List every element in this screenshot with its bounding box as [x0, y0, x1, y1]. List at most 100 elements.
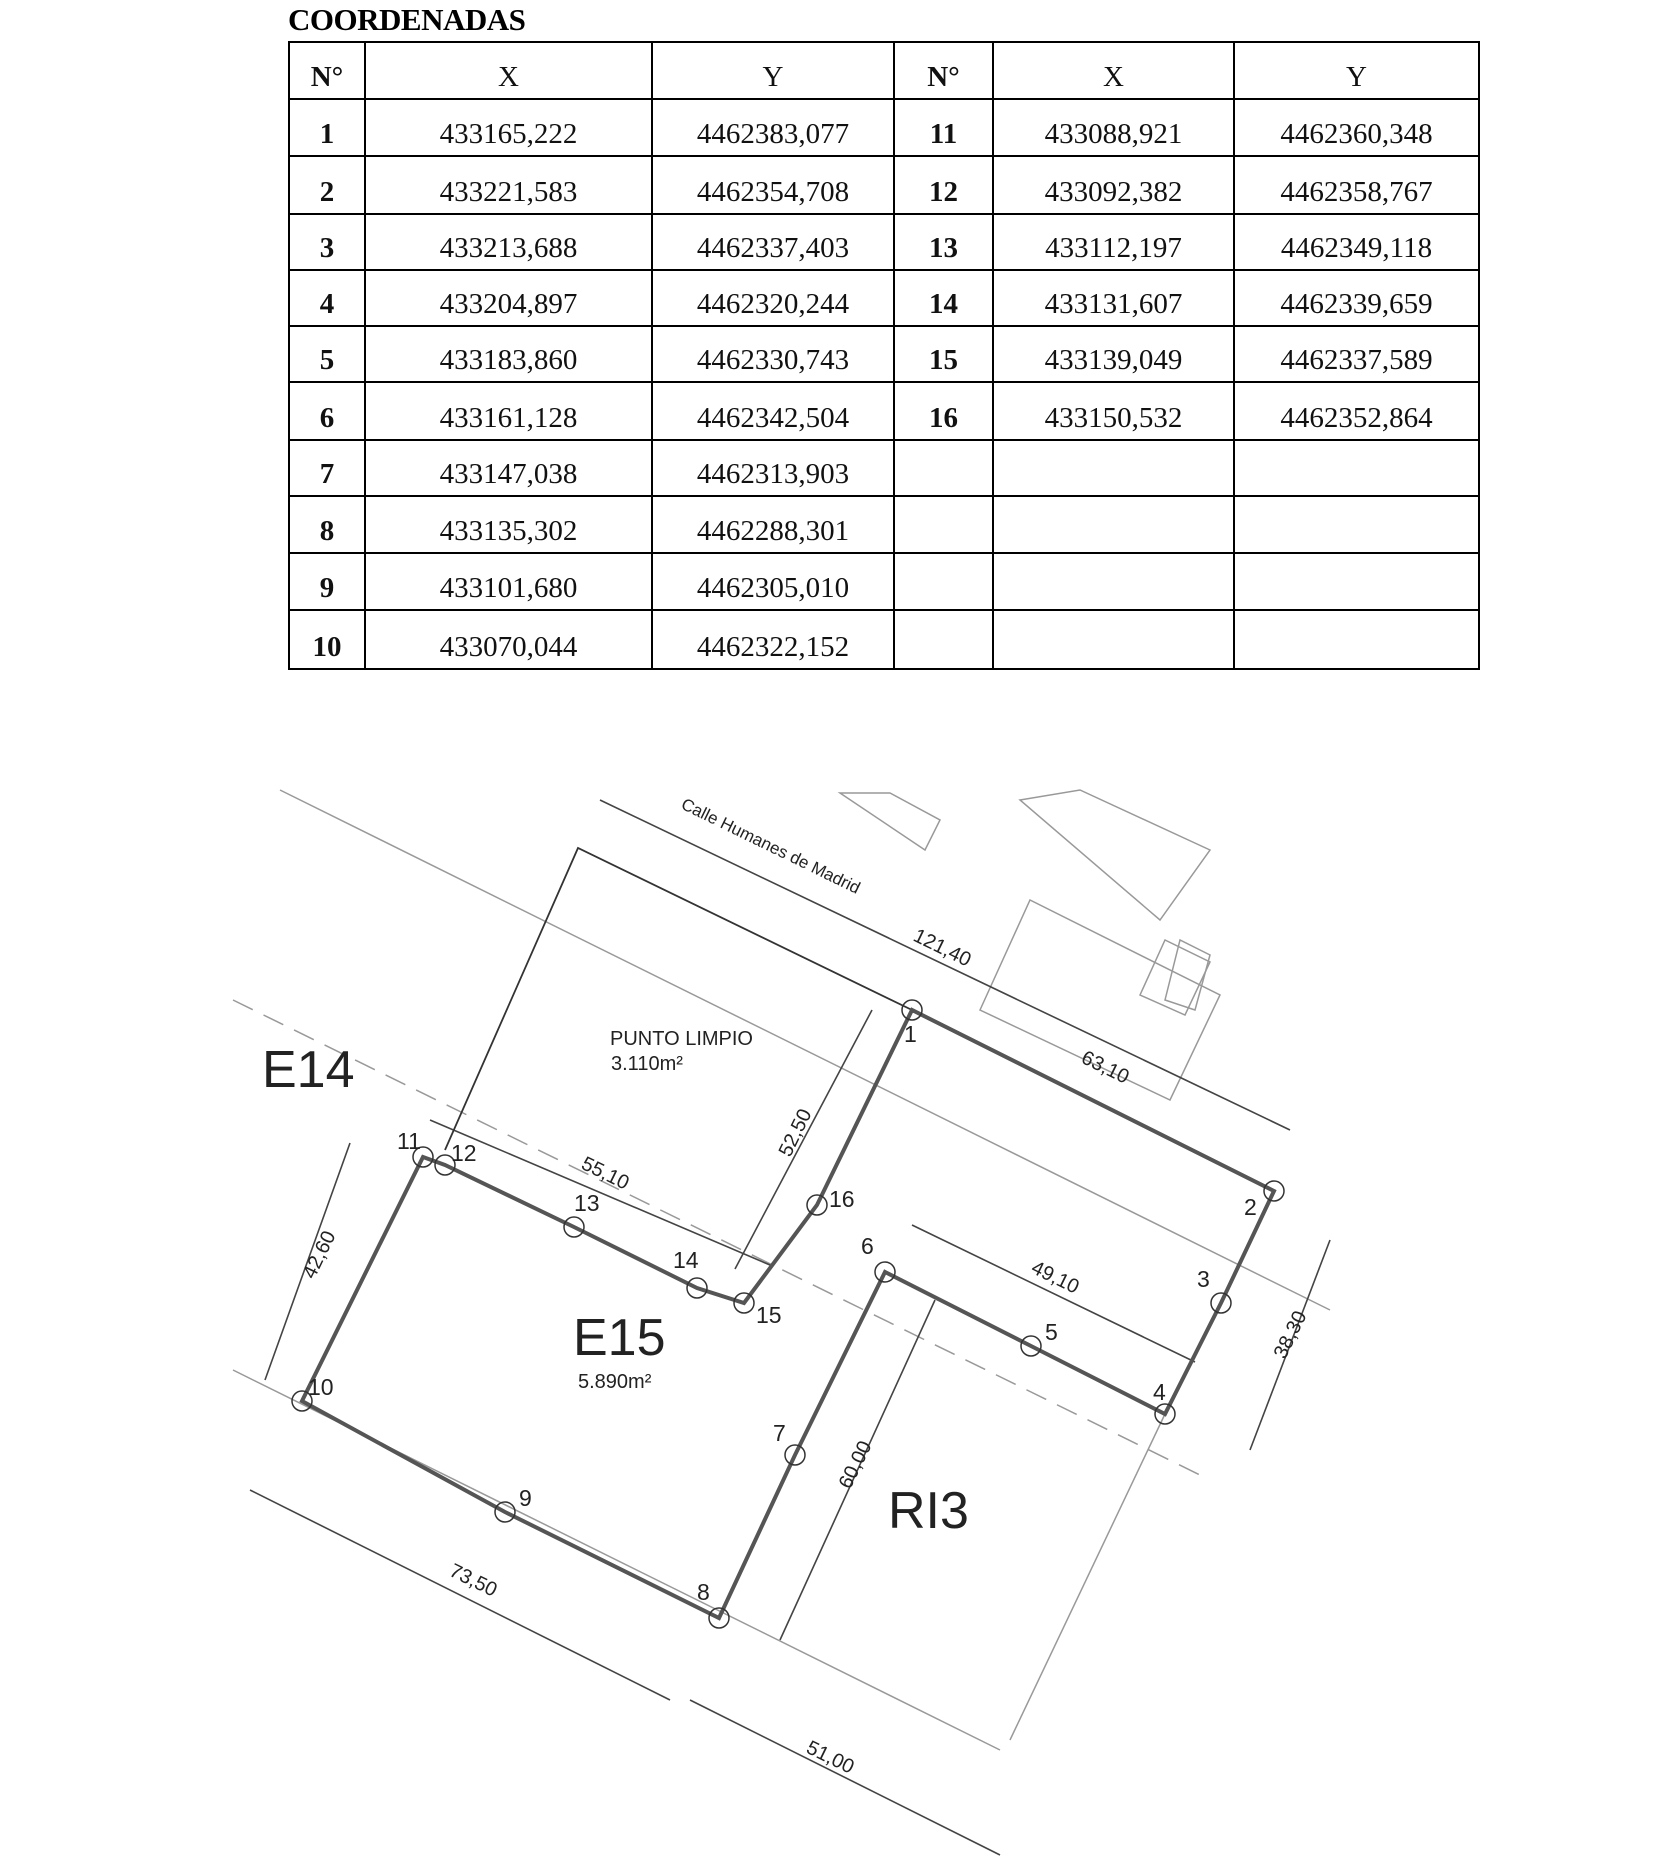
vertex-marker [1020, 1335, 1042, 1357]
cell-point-number [893, 552, 994, 611]
vertex-label: 1 [904, 1021, 917, 1047]
cell-point-number: 11 [893, 98, 994, 157]
vertex-label: 13 [574, 1190, 600, 1216]
vertex-marker [806, 1194, 828, 1216]
cell-x: 433101,680 [364, 552, 653, 611]
cell-x [992, 439, 1235, 497]
cell-x: 433135,302 [364, 495, 653, 554]
dimension-label: 52,50 [775, 1106, 817, 1161]
vertex-label: 7 [773, 1420, 786, 1446]
building-outline [1139, 938, 1211, 1016]
header-no: N° [288, 41, 366, 100]
cell-x [992, 552, 1235, 611]
cell-x: 433213,688 [364, 213, 653, 271]
table-title: COORDENADAS [288, 2, 526, 37]
vertex-marker [708, 1607, 730, 1629]
cell-x: 433183,860 [364, 325, 653, 383]
cell-x: 433088,921 [992, 98, 1235, 157]
zone-e15-label: E15 [573, 1309, 666, 1367]
vertex-label: 5 [1045, 1319, 1058, 1345]
dimension-lines [249, 799, 1331, 1856]
cell-x: 433221,583 [364, 155, 653, 215]
cell-x: 433131,607 [992, 269, 1235, 327]
vertex-label: 14 [673, 1247, 699, 1273]
cell-point-number [893, 609, 994, 670]
zone-ri3-label: RI3 [888, 1482, 969, 1540]
dimension-label: 73,50 [446, 1560, 501, 1602]
vertex-label: 15 [756, 1302, 782, 1328]
cell-x: 433147,038 [364, 439, 653, 497]
cell-y: 4462330,743 [651, 325, 895, 383]
cell-x [992, 609, 1235, 670]
vertex-label: 9 [519, 1485, 532, 1511]
cell-x: 433092,382 [992, 155, 1235, 215]
vertex-label: 4 [1153, 1379, 1166, 1405]
cell-point-number: 3 [288, 213, 366, 271]
cell-point-number: 10 [288, 609, 366, 670]
cell-x: 433150,532 [992, 381, 1235, 441]
header-y: Y [651, 41, 895, 100]
header-no: N° [893, 41, 994, 100]
vertex-marker [494, 1501, 516, 1523]
vertex-marker [434, 1154, 456, 1176]
cell-point-number: 5 [288, 325, 366, 383]
cell-y: 4462383,077 [651, 98, 895, 157]
cell-y: 4462337,589 [1233, 325, 1480, 383]
vertex-label: 2 [1244, 1194, 1257, 1220]
cell-point-number: 15 [893, 325, 994, 383]
cell-x: 433070,044 [364, 609, 653, 670]
cell-point-number: 12 [893, 155, 994, 215]
header-x: X [992, 41, 1235, 100]
cell-y: 4462320,244 [651, 269, 895, 327]
building-outline [1164, 938, 1211, 1011]
cell-y: 4462354,708 [651, 155, 895, 215]
cell-x [992, 495, 1235, 554]
building-outline [1018, 789, 1212, 922]
header-x: X [364, 41, 653, 100]
vertex-label: 10 [308, 1374, 334, 1400]
vertex-marker [291, 1390, 313, 1412]
cell-y: 4462360,348 [1233, 98, 1480, 157]
cell-point-number: 4 [288, 269, 366, 327]
vertex-marker [686, 1277, 708, 1299]
vertex-marker [1210, 1292, 1232, 1314]
cell-x: 433165,222 [364, 98, 653, 157]
street-edge-line [279, 789, 1331, 1311]
dimension-label: 51,00 [803, 1737, 858, 1779]
dimension-label: 55,10 [578, 1153, 633, 1195]
vertex-marker [563, 1216, 585, 1238]
cell-x: 433161,128 [364, 381, 653, 441]
cell-point-number: 16 [893, 381, 994, 441]
cell-x: 433204,897 [364, 269, 653, 327]
cell-x: 433139,049 [992, 325, 1235, 383]
vertex-label: 11 [397, 1128, 421, 1154]
vertex-label: 8 [697, 1579, 710, 1605]
cell-point-number: 6 [288, 381, 366, 441]
e15-parcel-outline [299, 1007, 1277, 1621]
cell-y [1233, 552, 1480, 611]
cell-x: 433112,197 [992, 213, 1235, 271]
building-limit-line [232, 999, 1201, 1476]
punto-limpio-outline [444, 846, 913, 1151]
punto-limpio-label: PUNTO LIMPIO [610, 1028, 753, 1050]
dimension-label: 49,10 [1028, 1257, 1083, 1299]
dimension-label: 38,30 [1270, 1308, 1312, 1363]
cell-y: 4462322,152 [651, 609, 895, 670]
cell-y: 4462349,118 [1233, 213, 1480, 271]
cell-y: 4462305,010 [651, 552, 895, 611]
cell-y [1233, 609, 1480, 670]
cell-point-number: 9 [288, 552, 366, 611]
vertex-marker [874, 1261, 896, 1283]
building-outline [979, 898, 1221, 1101]
cell-y: 4462358,767 [1233, 155, 1480, 215]
